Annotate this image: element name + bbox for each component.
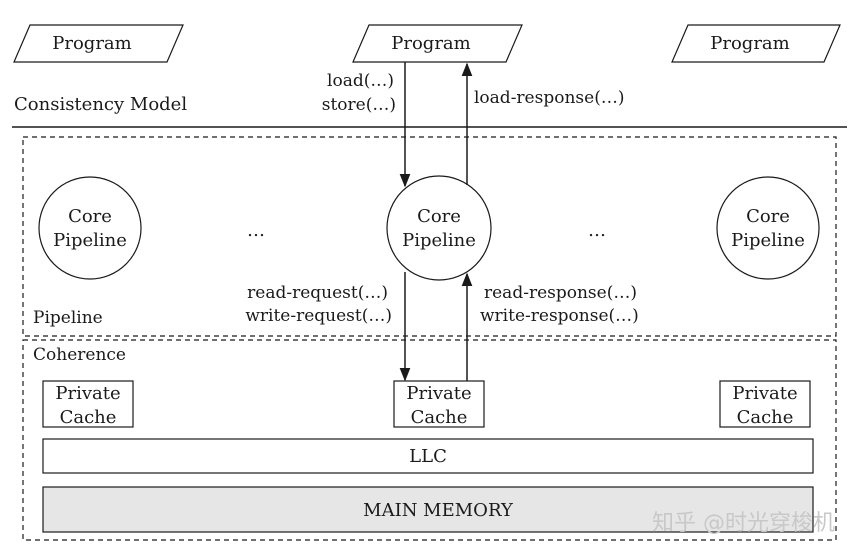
llc-label: LLC: [409, 446, 447, 467]
private-cache-left: Private Cache: [42, 380, 134, 428]
core-label-center-line2: Pipeline: [402, 230, 476, 251]
ellipsis-right: …: [588, 220, 606, 241]
core-circle-left: [38, 176, 142, 280]
core-label-right-line1: Core: [746, 206, 790, 227]
core-label-center-line1: Core: [417, 206, 461, 227]
consistency-model-label: Consistency Model: [14, 94, 187, 115]
watermark: 知乎 @时光穿梭机: [652, 511, 835, 536]
write-response-label: write-response(…): [480, 306, 639, 326]
main-memory-box: [42, 486, 814, 533]
cache-label-center-line1: Private: [406, 383, 471, 404]
pipeline-layer-box: [22, 136, 837, 337]
program-shape-right: [671, 24, 841, 63]
pipeline-label: Pipeline: [33, 308, 103, 328]
program-label-center: Program: [391, 33, 470, 54]
llc-box: [42, 438, 814, 474]
write-request-label: write-request(…): [245, 306, 392, 326]
core-label-left-line2: Pipeline: [53, 230, 127, 251]
private-cache-center: Private Cache: [393, 380, 485, 428]
cache-box-center: [393, 380, 485, 428]
private-cache-right: Private Cache: [719, 380, 811, 428]
cache-label-left-line1: Private: [55, 383, 120, 404]
read-request-label: read-request(…): [247, 283, 388, 303]
load-label: load(…): [327, 71, 394, 91]
program-box-left: Program: [13, 24, 184, 63]
main-memory-label: MAIN MEMORY: [363, 500, 514, 521]
core-circle-right: [716, 176, 820, 280]
core-label-left-line1: Core: [68, 206, 112, 227]
program-shape-center: [352, 24, 523, 63]
cache-label-right-line2: Cache: [737, 407, 794, 428]
core-label-right-line2: Pipeline: [731, 230, 805, 251]
cache-box-left: [42, 380, 134, 428]
cache-label-right-line1: Private: [732, 383, 797, 404]
program-box-right: Program: [671, 24, 841, 63]
core-pipeline-right: Core Pipeline: [716, 176, 820, 280]
coherence-layer-box: [22, 339, 837, 541]
llc-block: LLC: [42, 438, 814, 474]
core-circle-center: [386, 175, 492, 281]
program-shape-left: [13, 24, 184, 63]
program-label-right: Program: [710, 33, 789, 54]
load-response-label: load-response(…): [474, 88, 624, 108]
cache-label-left-line2: Cache: [60, 407, 117, 428]
main-memory-block: MAIN MEMORY: [42, 486, 814, 533]
program-label-left: Program: [52, 33, 131, 54]
coherence-label: Coherence: [33, 345, 126, 365]
store-label: store(…): [322, 95, 396, 115]
core-pipeline-left: Core Pipeline: [38, 176, 142, 280]
cache-box-right: [719, 380, 811, 428]
ellipsis-left: …: [247, 220, 265, 241]
read-response-label: read-response(…): [484, 283, 637, 303]
cache-label-center-line2: Cache: [411, 407, 468, 428]
core-pipeline-center: Core Pipeline: [386, 175, 492, 281]
program-box-center: Program: [352, 24, 523, 63]
